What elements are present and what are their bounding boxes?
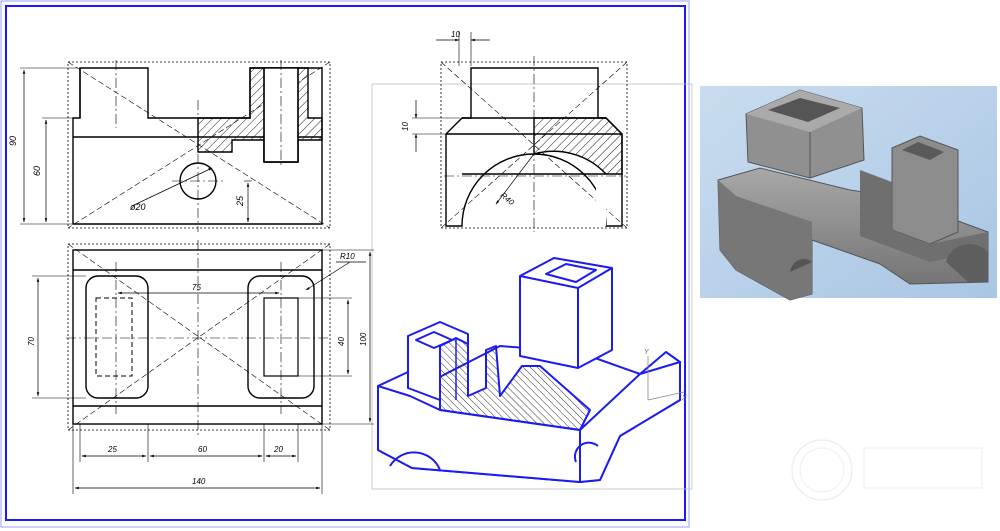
side-view: [412, 32, 628, 232]
dim-left-offset: 25: [107, 445, 117, 454]
sheet-frame: [0, 0, 693, 528]
isometric-section-view: [377, 257, 685, 483]
dim-pocket-depth: 70: [27, 337, 36, 346]
watermark-seal: [791, 439, 983, 501]
render-3d-view: [700, 86, 997, 301]
dim-inner-width: 40: [337, 337, 346, 346]
dim-fillet-radius: R10: [340, 252, 355, 261]
dim-slot-spacing: 75: [192, 283, 201, 292]
dim-chamfer: 10: [401, 122, 410, 131]
dim-overall-height: 90: [8, 136, 18, 146]
dim-base-height: 60: [32, 166, 42, 176]
dim-right-offset: 20: [273, 445, 283, 454]
front-view: [20, 60, 331, 232]
dim-top-width: 10: [451, 30, 460, 39]
top-view: [32, 240, 374, 494]
dim-middle-span: 60: [198, 445, 207, 454]
dim-arc-radius: R40: [499, 191, 516, 208]
dim-hole-center-height: 25: [235, 195, 245, 207]
dim-overall-width: 100: [359, 332, 368, 346]
axis-x-label: X: [681, 395, 687, 402]
axis-y-label: Y: [644, 349, 650, 356]
dim-hole-diameter: ø20: [130, 202, 146, 212]
dim-overall-length: 140: [192, 477, 206, 486]
